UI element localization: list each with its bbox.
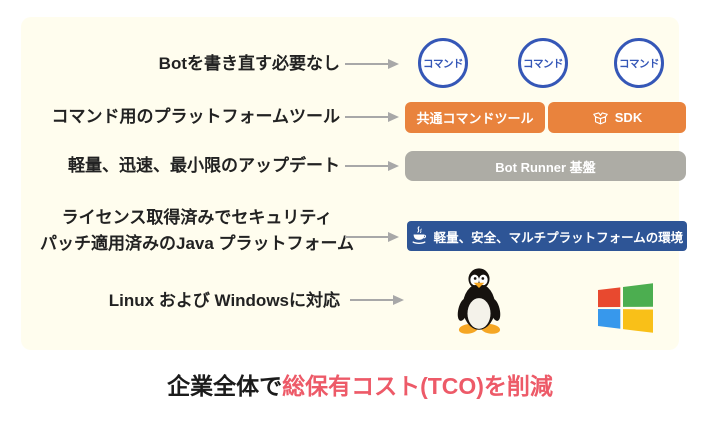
bot-runner-label: Bot Runner 基盤	[495, 159, 596, 175]
windows-flag-logo	[598, 283, 653, 333]
coffee-cup-icon	[412, 226, 426, 244]
package-box-icon	[592, 112, 608, 125]
right-arrow-icon	[350, 295, 404, 305]
row-label-java: ライセンス取得済みでセキュリティ パッチ適用済みのJava プラットフォーム	[21, 205, 373, 257]
tux-penguin-logo	[457, 268, 501, 334]
common-command-tool-button: 共通コマンドツール	[405, 102, 545, 133]
java-environment-bar: 軽量、安全、マルチプラットフォームの環境	[407, 221, 687, 251]
tco-caption: 企業全体で総保有コスト(TCO)を削減	[0, 372, 720, 400]
row-label-java-line2: パッチ適用済みのJava プラットフォーム	[39, 234, 355, 253]
right-arrow-icon	[345, 112, 399, 122]
command-circle: コマンド	[614, 38, 664, 88]
feature-card: Botを書き直す必要なし コマンド コマンド コマンド コマンド用のプラットフォ…	[21, 17, 687, 350]
command-circle: コマンド	[518, 38, 568, 88]
java-environment-label: 軽量、安全、マルチプラットフォームの環境	[433, 230, 684, 245]
tco-caption-prefix: 企業全体で	[167, 373, 283, 399]
row-label-rewrite: Botを書き直す必要なし	[158, 54, 340, 73]
row-label-os-support: Linux および Windowsに対応	[108, 291, 340, 310]
row-label-updates: 軽量、迅速、最小限のアップデート	[68, 156, 340, 175]
tco-caption-highlight: 総保有コスト(TCO)を削減	[282, 373, 553, 399]
row-label-platform-tools: コマンド用のプラットフォームツール	[51, 107, 341, 126]
right-arrow-icon	[345, 161, 399, 171]
sdk-label: SDK	[614, 110, 643, 125]
right-arrow-icon	[345, 232, 399, 242]
common-command-tool-label: 共通コマンドツール	[416, 111, 534, 126]
command-circle: コマンド	[418, 38, 468, 88]
row-label-java-line1: ライセンス取得済みでセキュリティ	[61, 208, 333, 227]
right-arrow-icon	[345, 59, 399, 69]
sdk-button: SDK	[548, 102, 686, 133]
bot-runner-bar: Bot Runner 基盤	[405, 151, 686, 181]
